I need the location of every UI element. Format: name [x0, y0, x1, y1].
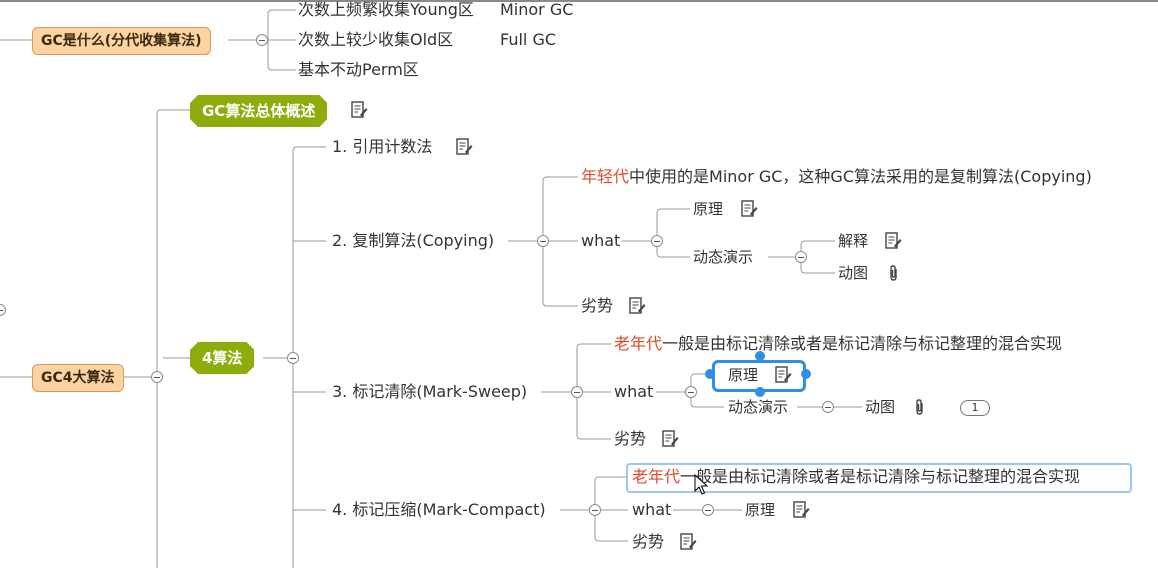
note-icon[interactable] [774, 366, 792, 384]
topic-four-algorithms[interactable]: 4算法 [190, 342, 254, 374]
copying-anim[interactable]: 动图 [838, 264, 869, 282]
note-full-gc: Full GC [500, 30, 557, 49]
compact-description[interactable]: 老年代一般是由标记清除或者是标记清除与标记整理的混合实现 [632, 467, 1081, 486]
sweep-demo[interactable]: 动态演示 [728, 398, 789, 416]
note-icon[interactable] [661, 430, 679, 448]
attachment-icon[interactable] [887, 264, 901, 282]
count-badge: 1 [960, 400, 990, 416]
sweep-what[interactable]: what [614, 382, 654, 401]
topic-gc-what[interactable]: GC是什么(分代收集算法) [32, 27, 211, 55]
top-divider [0, 0, 1158, 2]
copying-principle[interactable]: 原理 [693, 200, 724, 218]
topic-gc-overview[interactable]: GC算法总体概述 [190, 95, 327, 127]
note-icon[interactable] [884, 232, 902, 250]
sweep-anim[interactable]: 动图 [865, 398, 896, 416]
copying-what[interactable]: what [581, 231, 621, 250]
topic-reference-counting[interactable]: 1. 引用计数法 [332, 137, 433, 156]
topic-mark-compact[interactable]: 4. 标记压缩(Mark-Compact) [332, 500, 546, 519]
resize-handle-top[interactable] [755, 351, 765, 361]
topic-young[interactable]: 次数上频繁收集Young区 [298, 0, 474, 19]
topic-edit-field[interactable] [626, 463, 1132, 493]
resize-handle-right[interactable] [801, 369, 811, 379]
sweep-description[interactable]: 老年代一般是由标记清除或者是标记清除与标记整理的混合实现 [614, 334, 1063, 353]
sweep-weakness[interactable]: 劣势 [614, 429, 647, 448]
copying-weakness[interactable]: 劣势 [581, 296, 614, 315]
collapse-toggle-icon[interactable] [537, 235, 549, 247]
compact-what[interactable]: what [632, 500, 672, 519]
note-icon[interactable] [679, 533, 697, 551]
collapse-toggle-icon[interactable] [571, 386, 583, 398]
topic-mark-sweep[interactable]: 3. 标记清除(Mark-Sweep) [332, 382, 528, 401]
compact-weakness[interactable]: 劣势 [632, 532, 665, 551]
topic-copying[interactable]: 2. 复制算法(Copying) [332, 231, 495, 250]
copying-explain[interactable]: 解释 [838, 232, 869, 250]
note-icon[interactable] [628, 297, 646, 315]
copying-description[interactable]: 年轻代中使用的是Minor GC，这种GC算法采用的是复制算法(Copying) [581, 167, 1092, 186]
collapse-toggle-icon[interactable] [702, 504, 714, 516]
collapse-toggle-icon[interactable] [151, 371, 163, 383]
resize-handle-left[interactable] [705, 369, 715, 379]
attachment-icon[interactable] [913, 398, 927, 416]
collapse-toggle-icon[interactable] [685, 386, 697, 398]
collapse-toggle-icon[interactable] [589, 504, 601, 516]
note-icon[interactable] [740, 200, 758, 218]
collapse-toggle-icon[interactable] [287, 352, 299, 364]
mouse-cursor-icon [694, 474, 708, 495]
note-minor-gc: Minor GC [500, 0, 574, 19]
resize-handle-bottom[interactable] [755, 387, 765, 397]
copying-demo[interactable]: 动态演示 [693, 248, 754, 266]
sweep-principle[interactable]: 原理 [728, 366, 759, 384]
collapse-toggle-icon[interactable] [795, 251, 807, 263]
topic-gc-four-algorithms[interactable]: GC4大算法 [32, 364, 124, 392]
note-icon[interactable] [350, 101, 368, 119]
collapse-toggle-icon[interactable] [822, 401, 834, 413]
compact-principle[interactable]: 原理 [745, 501, 776, 519]
collapse-toggle-icon[interactable] [651, 235, 663, 247]
note-icon[interactable] [792, 501, 810, 519]
collapse-toggle-icon[interactable] [256, 34, 268, 46]
topic-old[interactable]: 次数上较少收集Old区 [298, 30, 454, 49]
topic-perm[interactable]: 基本不动Perm区 [298, 60, 419, 79]
note-icon[interactable] [455, 138, 473, 156]
